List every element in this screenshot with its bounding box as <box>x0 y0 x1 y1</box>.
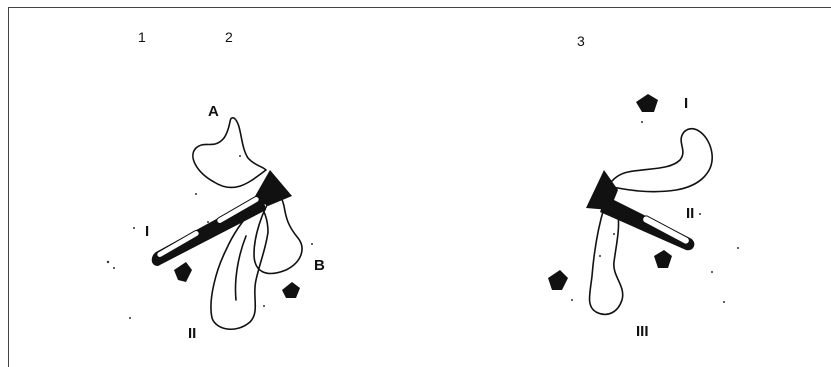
right-marker-2 <box>654 250 672 268</box>
right-petal-i <box>608 129 712 192</box>
right-marker-3 <box>548 270 568 290</box>
left-label-a: A <box>208 103 219 120</box>
left-label-b: B <box>314 257 325 274</box>
panel-label-1: 1 <box>138 29 146 45</box>
left-inner-line <box>235 236 246 300</box>
panel-label-2: 2 <box>225 29 233 45</box>
left-label-i: I <box>145 223 149 240</box>
left-petal-a <box>193 118 266 188</box>
left-marker-2 <box>282 282 300 298</box>
right-label-i: I <box>684 95 688 112</box>
right-petal-iii <box>590 206 623 314</box>
right-marker-1 <box>636 94 658 112</box>
left-stalk <box>152 170 292 266</box>
right-label-iii: III <box>636 323 649 340</box>
right-stalk <box>586 170 694 250</box>
right-dots <box>571 121 739 303</box>
panel-label-3: 3 <box>577 33 585 49</box>
right-label-ii: II <box>686 205 694 222</box>
left-label-ii: II <box>188 325 196 342</box>
left-marker-1 <box>174 262 192 282</box>
